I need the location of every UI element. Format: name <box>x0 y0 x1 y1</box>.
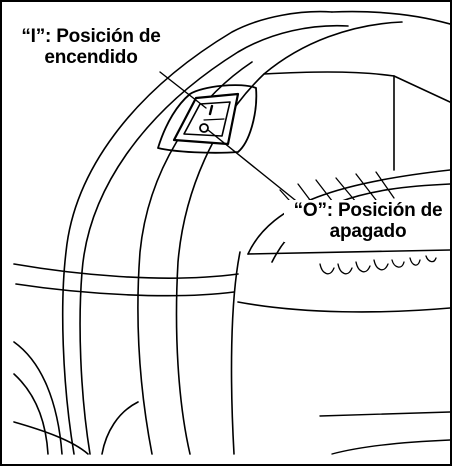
body-band <box>13 263 239 455</box>
callout-on-line2: encendido <box>44 47 138 68</box>
on-symbol-mark <box>208 104 214 116</box>
callout-on-position: “I”: Posición de encendido <box>16 26 166 68</box>
switch-bezel <box>157 84 258 154</box>
device-housing <box>61 10 450 455</box>
callout-on-line1: “I”: Posición de <box>21 26 161 47</box>
callout-off-position: “O”: Posición de apagado <box>284 200 450 242</box>
switch-rocker <box>183 101 231 137</box>
lower-housing <box>319 411 450 455</box>
callout-off-line2: apagado <box>329 221 407 242</box>
callout-off-line1: “O”: Posición de <box>293 200 443 221</box>
off-symbol-mark <box>199 123 209 133</box>
leader-off <box>207 129 301 205</box>
leader-on <box>159 71 207 109</box>
